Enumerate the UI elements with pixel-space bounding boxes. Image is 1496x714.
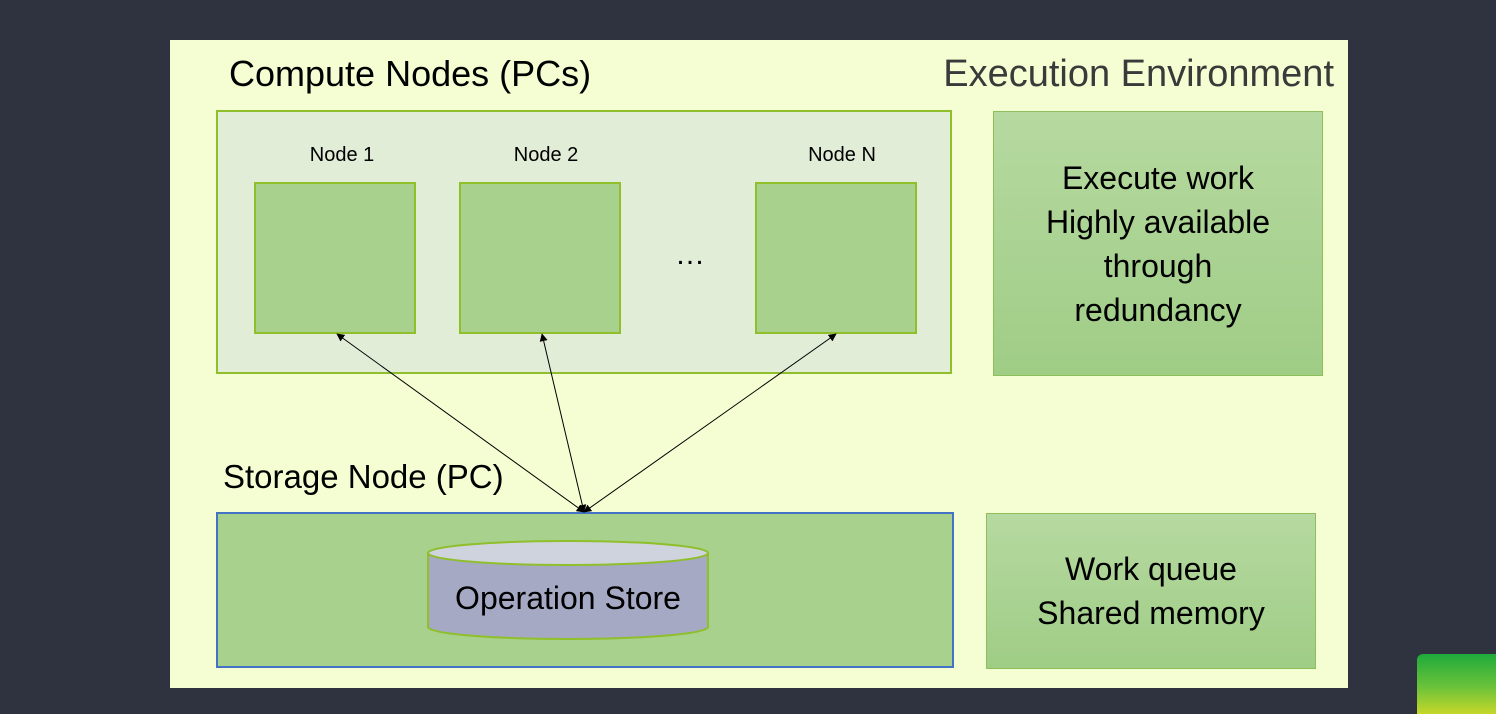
node-n-box [755,182,917,334]
operation-store-cylinder [427,540,709,640]
ellipsis: … [675,238,705,271]
compute-note-line: Highly available [1045,203,1271,240]
node-2-label: Node 2 [513,144,579,166]
arrow-storage-node-n [583,333,837,513]
corner-accent [1417,654,1496,714]
storage-note-line: Work queue [1065,551,1237,587]
compute-note-line: Execute work [1061,159,1255,196]
node-2-box [459,182,621,334]
compute-nodes-panel: Node 1 Node 2 Node N … [216,110,952,374]
compute-note-line: through [1103,247,1213,284]
arrow-storage-node-2 [539,333,587,513]
storage-notes-box: Work queue Shared memory [986,513,1316,669]
compute-notes-box: Execute work Highly available through re… [993,111,1323,376]
arrow-storage-node-1 [336,333,585,513]
storage-node-panel [216,512,954,668]
node-1-label: Node 1 [309,144,375,166]
compute-nodes-title: Compute Nodes (PCs) [229,53,592,94]
node-1-box [254,182,416,334]
compute-note-line: redundancy [1074,291,1242,328]
node-n-label: Node N [808,144,876,166]
storage-note-line: Shared memory [1037,595,1265,631]
operation-store-label: Operation Store [455,580,681,616]
execution-environment-title: Execution Environment [943,53,1334,95]
slide: Compute Nodes (PCs) Execution Environmen… [170,40,1348,688]
